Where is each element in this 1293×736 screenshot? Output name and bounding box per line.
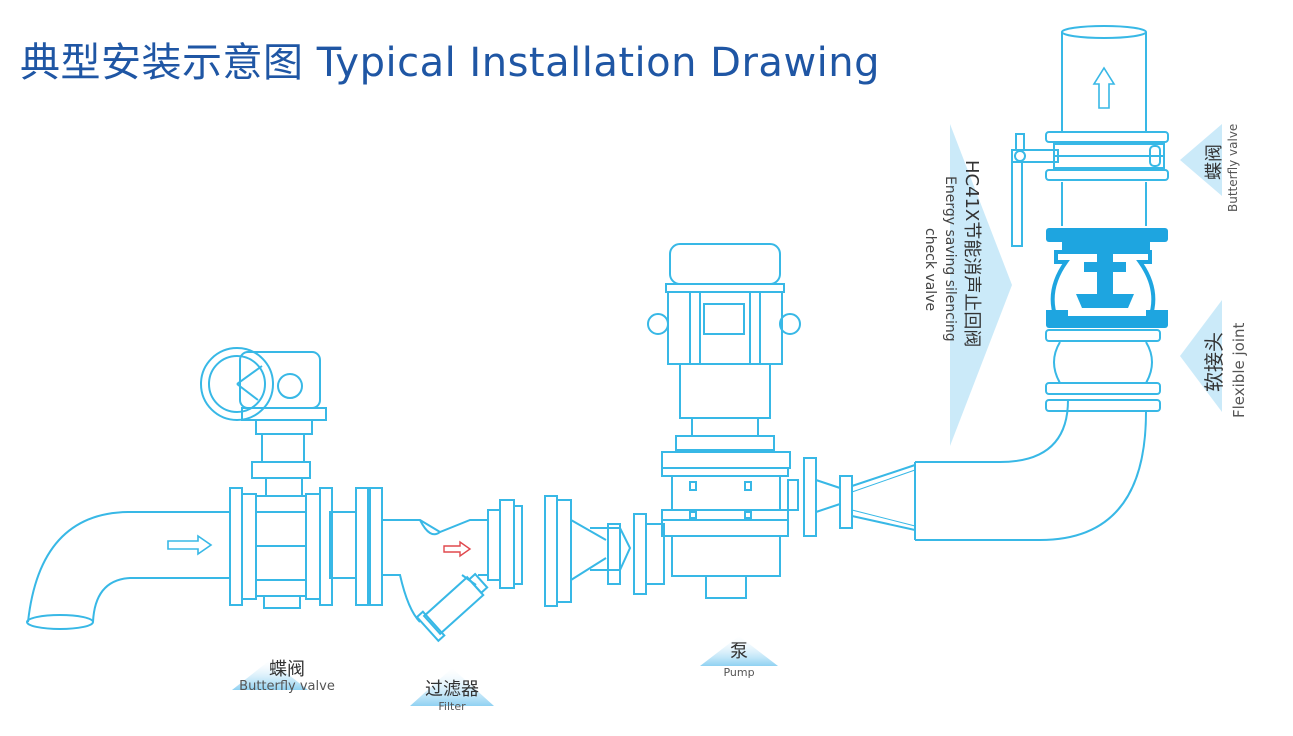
flow-arrow-filter — [443, 540, 472, 558]
label-check-valve-en2: check valve — [922, 228, 938, 312]
pump-outlet-reducer — [787, 457, 916, 537]
label-pump: 泵 Pump — [700, 642, 778, 680]
inlet-elbow — [26, 511, 230, 630]
vertical-pump — [647, 243, 801, 599]
label-butterfly-valve-left: 蝶阀 Butterfly valve — [222, 660, 352, 694]
label-cn: 蝶阀 — [269, 659, 305, 680]
butterfly-valve-left — [200, 347, 333, 609]
label-butterfly-valve-right-cn: 蝶阀 — [1204, 144, 1225, 180]
silencing-check-valve — [1046, 228, 1168, 328]
label-en: Pump — [723, 666, 755, 679]
label-check-valve-en1: Energy saving silencing — [942, 176, 958, 342]
outlet-elbow — [914, 399, 1147, 541]
label-check-valve-cn: HC41X节能消声止回阀 — [961, 160, 982, 348]
label-butterfly-valve-right-en: Butterfly valve — [1226, 123, 1240, 212]
label-en: Butterfly valve — [239, 679, 335, 694]
page-title: 典型安装示意图 Typical Installation Drawing — [20, 40, 881, 86]
label-cn: 泵 — [730, 641, 748, 662]
pump-inlet-reducer — [544, 495, 665, 607]
label-triangles — [232, 124, 1222, 706]
label-flexible-joint-cn: 软接头 — [1202, 332, 1226, 392]
y-strainer-filter — [369, 487, 546, 643]
label-en: Filter — [438, 700, 466, 713]
flow-arrow-outlet — [1092, 66, 1116, 109]
flexible-joint — [1045, 329, 1161, 412]
butterfly-valve-right — [1011, 131, 1169, 247]
label-filter: 过滤器 Filter — [404, 680, 500, 714]
label-cn: 过滤器 — [425, 679, 479, 700]
flow-arrow-inlet — [167, 534, 213, 556]
spool-piece — [329, 487, 369, 606]
vertical-pipe — [1061, 25, 1147, 226]
label-flexible-joint-en: Flexible joint — [1230, 322, 1248, 418]
